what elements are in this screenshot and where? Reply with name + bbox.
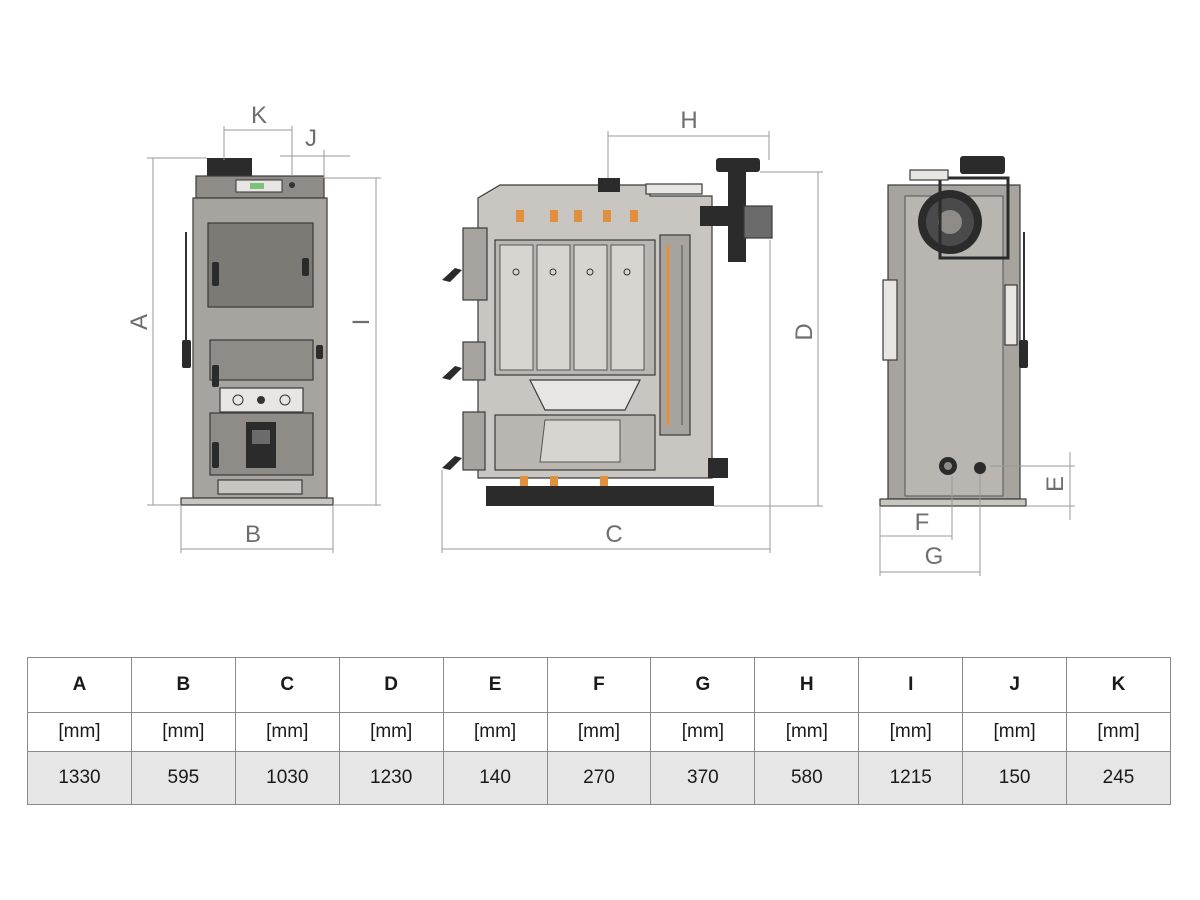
section-flue (598, 178, 620, 192)
label-c: C (605, 521, 622, 548)
unit-cell-j: [mm] (962, 712, 1068, 752)
label-k: K (251, 102, 267, 129)
header-cell-i: I (858, 657, 964, 713)
label-b: B (245, 521, 261, 548)
header-cell-j: J (962, 657, 1068, 713)
value-cell-k: 245 (1066, 751, 1171, 805)
side-handle (182, 340, 191, 368)
header-cell-e: E (442, 657, 548, 713)
grate (529, 379, 641, 411)
value-cell-j: 150 (962, 751, 1068, 805)
unit-row: [mm][mm][mm][mm][mm][mm][mm][mm][mm][mm]… (27, 712, 1171, 752)
boiler-dimension-drawing: A I B K J (126, 102, 1075, 576)
label-j: J (305, 125, 317, 152)
rear-view-dimensions: E F G (879, 452, 1075, 576)
front-view-dimensions: A I B K J (126, 102, 381, 553)
label-h: H (680, 107, 697, 134)
upper-door (207, 222, 314, 308)
header-cell-a: A (27, 657, 132, 713)
value-cell-c: 1030 (234, 751, 340, 805)
section-view-dimensions: H D C (441, 107, 823, 553)
value-cell-g: 370 (650, 751, 756, 805)
flue-passage (659, 234, 691, 436)
unit-cell-f: [mm] (546, 712, 652, 752)
rear-view (879, 156, 1028, 507)
water-connection-drain (974, 462, 986, 474)
rear-base-plate (879, 498, 1027, 507)
label-e: E (1042, 476, 1069, 492)
label-a: A (126, 314, 153, 330)
unit-cell-e: [mm] (442, 712, 548, 752)
header-cell-g: G (650, 657, 756, 713)
header-cell-k: K (1066, 657, 1171, 713)
unit-cell-g: [mm] (650, 712, 756, 752)
section-fan-handle (716, 158, 760, 172)
rear-fan-cap (960, 156, 1005, 174)
label-g: G (925, 543, 944, 570)
front-view (180, 158, 334, 506)
unit-cell-h: [mm] (754, 712, 860, 752)
unit-cell-d: [mm] (338, 712, 444, 752)
unit-cell-c: [mm] (234, 712, 340, 752)
label-f: F (915, 509, 930, 536)
label-d: D (791, 323, 818, 340)
value-cell-b: 595 (130, 751, 236, 805)
header-cell-f: F (546, 657, 652, 713)
unit-cell-b: [mm] (130, 712, 236, 752)
unit-cell-i: [mm] (858, 712, 964, 752)
value-cell-f: 270 (546, 751, 652, 805)
header-cell-b: B (130, 657, 236, 713)
value-cell-h: 580 (754, 751, 860, 805)
middle-door (209, 339, 314, 381)
header-cell-d: D (338, 657, 444, 713)
front-base-plate (180, 497, 334, 506)
flue-stub (207, 158, 252, 176)
section-base (486, 486, 714, 506)
section-view (442, 158, 773, 506)
unit-cell-k: [mm] (1066, 712, 1171, 752)
header-cell-c: C (234, 657, 340, 713)
air-damper (246, 422, 276, 468)
value-cell-d: 1230 (338, 751, 444, 805)
value-cell-i: 1215 (858, 751, 964, 805)
header-cell-h: H (754, 657, 860, 713)
value-cell-a: 1330 (27, 751, 132, 805)
label-i: I (348, 319, 375, 326)
value-cell-e: 140 (442, 751, 548, 805)
unit-cell-a: [mm] (27, 712, 132, 752)
